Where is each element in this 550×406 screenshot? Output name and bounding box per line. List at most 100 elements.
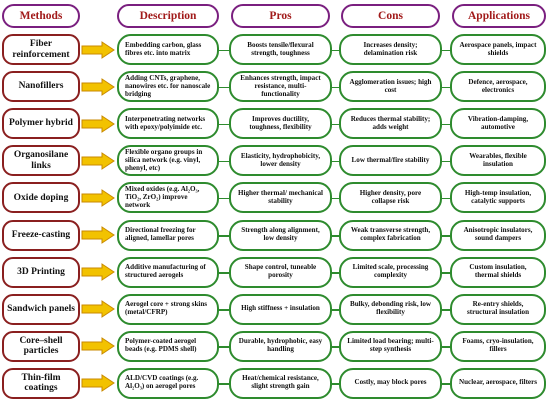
- cons-cell-text: Limited load bearing; multi-step synthes…: [347, 337, 434, 354]
- method-box: Fiber reinforcement: [2, 34, 80, 65]
- cons-cell: Low thermal/fire stability: [339, 145, 442, 177]
- applications-cell-text: Anisotropic insulators, sound dampers: [463, 226, 533, 242]
- description-cell-text: Polymer-coated aerogel beads (e.g. PDMS …: [125, 337, 197, 354]
- applications-cell-text: Custom insulation, thermal shields: [469, 263, 527, 280]
- cons-cell: Reduces thermal stability; adds weight: [339, 108, 442, 140]
- method-box: Oxide doping: [2, 182, 80, 214]
- connector-line: [219, 383, 229, 385]
- method-box: Freeze-casting: [2, 219, 80, 251]
- pros-cell: Strength along alignment, low density: [229, 219, 332, 251]
- connector-line: [442, 197, 450, 200]
- applications-cell-text: High-temp insulation, catalytic supports: [464, 188, 532, 205]
- header-pros: Pros: [231, 4, 330, 28]
- description-cell-text: Interpenetrating networks with epoxy/pol…: [125, 114, 206, 131]
- pros-cell: Enhances strength, impact resistance, mu…: [229, 71, 332, 103]
- header-description: Description: [117, 4, 219, 28]
- connector-line: [219, 272, 229, 274]
- method-box: Organosilane links: [2, 145, 80, 177]
- yellow-right-arrow-icon: [81, 300, 115, 319]
- applications-cell: Defence, aerospace, electronics: [450, 71, 546, 103]
- yellow-right-arrow-icon: [81, 188, 115, 207]
- cons-cell: Limited load bearing; multi-step synthes…: [339, 330, 442, 362]
- applications-cell-text: Aerospace panels, impact shields: [459, 40, 537, 57]
- pros-cell: Shape control, tuneable porosity: [229, 256, 332, 288]
- connector-line: [442, 160, 450, 163]
- pros-cell-text: Shape control, tuneable porosity: [244, 263, 317, 280]
- pros-cell-text: Durable, hydrophobic, easy handling: [238, 337, 323, 354]
- applications-cell: Anisotropic insulators, sound dampers: [450, 219, 546, 251]
- yellow-right-arrow-icon: [81, 374, 115, 393]
- connector-line: [442, 235, 450, 237]
- cons-cell: Increases density; delamination risk: [339, 34, 442, 65]
- header-cons: Cons: [341, 4, 440, 28]
- pros-cell: Durable, hydrophobic, easy handling: [229, 330, 332, 362]
- connector-line: [442, 272, 450, 274]
- applications-cell: Re-entry shields, structural insulation: [450, 293, 546, 325]
- connector-line: [219, 86, 229, 89]
- cons-cell: Weak transverse strength, complex fabric…: [339, 219, 442, 251]
- description-cell: Polymer-coated aerogel beads (e.g. PDMS …: [117, 330, 219, 362]
- connector-line: [332, 235, 339, 237]
- header-applications: Applications: [452, 4, 546, 28]
- cons-cell: Higher density, pore collapse risk: [339, 182, 442, 214]
- cons-cell-text: Costly, may block pores: [354, 378, 427, 387]
- yellow-right-arrow-icon: [81, 151, 115, 170]
- connector-line: [219, 309, 229, 311]
- connector-line: [332, 160, 339, 163]
- connector-line: [332, 383, 339, 385]
- description-cell: Embedding carbon, glass fibres etc. into…: [117, 34, 219, 65]
- cons-cell-text: Limited scale, processing complexity: [352, 263, 429, 280]
- connector-line: [442, 309, 450, 311]
- description-cell-text: Aerogel core + strong skins (metal/CFRP): [125, 300, 208, 317]
- method-box: Thin-film coatings: [2, 367, 80, 399]
- pros-cell: Boosts tensile/flexural strength, toughn…: [229, 34, 332, 65]
- cons-cell-text: Reduces thermal stability; adds weight: [350, 114, 431, 131]
- cons-cell-text: Weak transverse strength, complex fabric…: [350, 226, 431, 242]
- pros-cell: High stiffness + insulation: [229, 293, 332, 325]
- method-box: Polymer hybrid: [2, 108, 80, 140]
- pros-cell-text: High stiffness + insulation: [241, 304, 320, 313]
- description-cell: Adding CNTs, graphene, nanowires etc. fo…: [117, 71, 219, 103]
- yellow-right-arrow-icon: [81, 40, 115, 59]
- method-box: 3D Printing: [2, 256, 80, 288]
- applications-cell: Aerospace panels, impact shields: [450, 34, 546, 65]
- applications-cell: Vibration-damping, automotive: [450, 108, 546, 140]
- description-cell: Additive manufacturing of structured aer…: [117, 256, 219, 288]
- applications-cell: Nuclear, aerospace, filters: [450, 367, 546, 399]
- connector-line: [219, 49, 229, 51]
- connector-line: [332, 197, 339, 200]
- pros-cell-text: Enhances strength, impact resistance, mu…: [240, 73, 321, 98]
- pros-cell-text: Higher thermal/ mechanical stability: [238, 188, 323, 205]
- yellow-right-arrow-icon: [81, 263, 115, 282]
- method-box: Core–shell particles: [2, 330, 80, 362]
- description-cell-text: ALD/CVD coatings (e.g. Al₂O₃) on aerogel…: [125, 374, 199, 391]
- description-cell: Mixed oxides (e.g. Al₂O₃, TiO₂, ZrO₂) im…: [117, 182, 219, 214]
- pros-cell-text: Boosts tensile/flexural strength, toughn…: [247, 40, 314, 57]
- applications-cell-text: Wearables, flexible insulation: [469, 151, 527, 168]
- applications-cell: High-temp insulation, catalytic supports: [450, 182, 546, 214]
- method-box: Sandwich panels: [2, 293, 80, 325]
- connector-line: [332, 309, 339, 311]
- pros-cell: Heat/chemical resistance, slight strengt…: [229, 367, 332, 399]
- cons-cell-text: Higher density, pore collapse risk: [359, 188, 422, 205]
- applications-cell: Custom insulation, thermal shields: [450, 256, 546, 288]
- cons-cell: Limited scale, processing complexity: [339, 256, 442, 288]
- connector-line: [332, 49, 339, 51]
- description-cell: Flexible organo groups in silica network…: [117, 145, 219, 177]
- connector-line: [442, 49, 450, 51]
- pros-cell: Elasticity, hydrophobicity, lower densit…: [229, 145, 332, 177]
- connector-line: [332, 86, 339, 89]
- description-cell-text: Adding CNTs, graphene, nanowires etc. fo…: [125, 73, 211, 98]
- connector-line: [332, 272, 339, 274]
- connector-line: [219, 235, 229, 237]
- cons-cell: Costly, may block pores: [339, 367, 442, 399]
- connector-line: [219, 123, 229, 126]
- yellow-right-arrow-icon: [81, 114, 115, 133]
- connector-line: [332, 346, 339, 348]
- applications-cell: Foams, cryo-insulation, fillers: [450, 330, 546, 362]
- cons-cell: Agglomeration issues; high cost: [339, 71, 442, 103]
- cons-cell-text: Increases density; delamination risk: [363, 40, 418, 57]
- cons-cell-text: Agglomeration issues; high cost: [349, 77, 432, 94]
- description-cell-text: Mixed oxides (e.g. Al₂O₃, TiO₂, ZrO₂) im…: [125, 184, 200, 209]
